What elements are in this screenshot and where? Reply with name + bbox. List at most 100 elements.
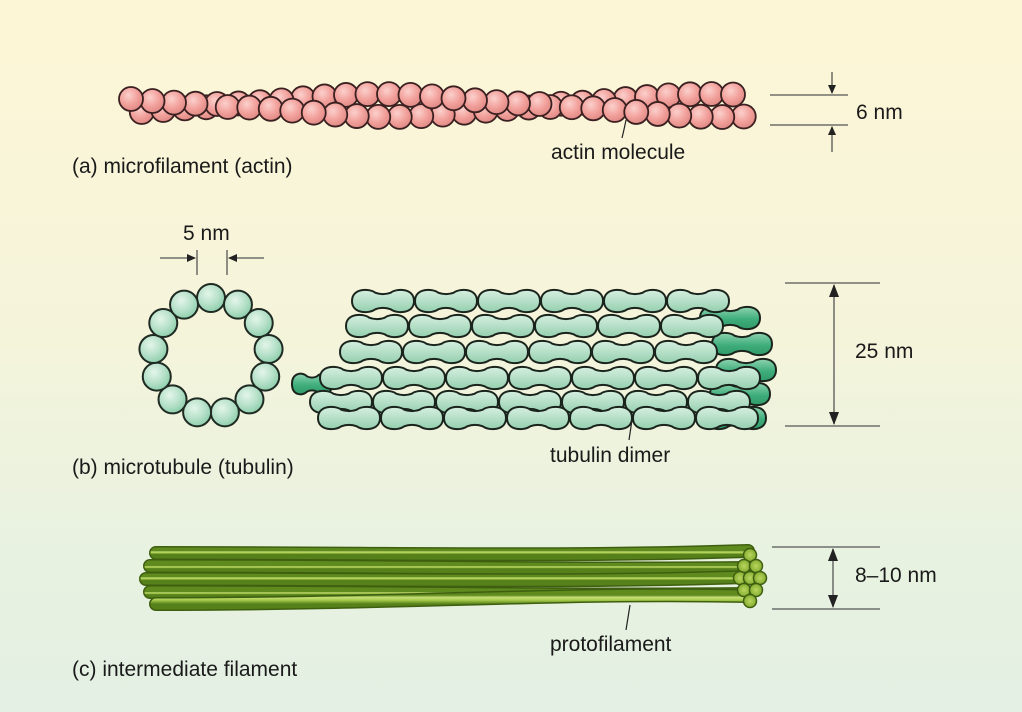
protofilament-highlight <box>150 545 754 560</box>
tubulin-subunit <box>157 384 188 415</box>
actin-subunit <box>343 103 370 129</box>
tubulin-dimer <box>470 313 536 339</box>
tubulin-dimer <box>665 288 731 314</box>
actin-molecule-label: actin molecule <box>551 141 685 164</box>
tubulin-subunit <box>250 361 281 392</box>
tubulin-subunit <box>234 384 265 415</box>
tubulin-dimer-leader <box>628 419 633 441</box>
tubulin-dimer <box>476 288 542 314</box>
actin-subunit <box>580 95 607 122</box>
actin-subunit <box>677 81 703 108</box>
tubulin-subunit <box>196 283 226 313</box>
cross-section-dimension-label: 5 nm <box>183 222 230 245</box>
tubulin-subunit <box>141 361 172 392</box>
microtubule-side-view <box>290 288 778 431</box>
protofilament-end <box>748 558 764 574</box>
tubulin-dimer <box>570 365 636 391</box>
intermediate-filament-bundle <box>139 544 768 611</box>
actin-molecule-leader <box>621 119 627 139</box>
protofilament-highlight <box>144 560 754 575</box>
actin-subunit <box>419 83 445 110</box>
actin-microfilament <box>118 81 757 130</box>
tubulin-subunit <box>148 308 179 339</box>
tubulin-dimer <box>507 365 573 391</box>
protofilament-end <box>742 593 758 609</box>
tubulin-dimer <box>590 339 656 365</box>
actin-subunit <box>365 103 392 130</box>
protofilament-leader <box>625 604 631 631</box>
tubulin-dimer <box>527 339 593 365</box>
tubulin-dimer <box>407 313 473 339</box>
tubulin-dimer-label: tubulin dimer <box>550 444 670 467</box>
actin-subunit <box>720 81 746 108</box>
cross-section-dimension-marker <box>160 250 264 275</box>
actin-dimension-label: 6 nm <box>856 101 903 124</box>
actin-subunit <box>709 104 736 130</box>
actin-subunit <box>236 94 263 121</box>
actin-subunit <box>462 87 488 114</box>
tubulin-dimer <box>338 339 404 365</box>
tubulin-dimer <box>464 339 530 365</box>
tubulin-dimer <box>696 365 762 391</box>
tubulin-subunit <box>253 334 284 365</box>
microtubule-dimension-label: 25 nm <box>855 340 913 363</box>
tubulin-dimer <box>444 365 510 391</box>
actin-subunit <box>644 101 671 127</box>
actin-subunit <box>386 104 413 130</box>
tubulin-subunit <box>222 289 253 320</box>
tubulin-dimer <box>539 288 605 314</box>
tubulin-dimer <box>602 288 668 314</box>
actin-subunit <box>601 97 628 123</box>
tubulin-subunit <box>209 397 240 428</box>
actin-subunit <box>257 95 284 122</box>
actin-subunit <box>397 81 424 108</box>
protofilament-end <box>736 558 752 574</box>
microtubule-dimension-marker <box>785 282 880 427</box>
protofilament-end <box>752 570 768 586</box>
actin-subunit <box>558 94 585 121</box>
tubulin-dimer <box>401 339 467 365</box>
protofilament-end <box>748 582 764 598</box>
tubulin-dimer <box>413 288 479 314</box>
panel-c-label: (c) intermediate filament <box>72 658 297 681</box>
tubulin-dimer <box>659 313 725 339</box>
actin-subunit <box>279 97 306 124</box>
tubulin-dimer <box>350 288 416 314</box>
intermediate-filament-dimension-marker <box>772 546 880 610</box>
actin-subunit <box>118 86 144 112</box>
tubulin-subunit <box>182 397 213 428</box>
tubulin-dimer <box>318 365 384 391</box>
actin-subunit <box>322 101 349 128</box>
protofilament-highlight <box>140 571 754 586</box>
tubulin-subunit <box>169 289 200 320</box>
actin-subunit <box>182 90 209 117</box>
actin-subunit <box>730 103 757 130</box>
actin-subunit <box>214 94 241 120</box>
protofilament-highlight <box>150 589 754 610</box>
actin-subunit <box>300 99 327 126</box>
actin-subunit <box>139 88 166 114</box>
panel-a-label: (a) microfilament (actin) <box>72 155 293 178</box>
tubulin-dimer <box>653 339 719 365</box>
tubulin-dimer <box>533 313 599 339</box>
actin-subunit <box>505 90 531 117</box>
protofilament-label: protofilament <box>550 633 672 656</box>
actin-subunit <box>440 85 467 112</box>
tubulin-dimer <box>381 365 447 391</box>
tubulin-dimer <box>344 313 410 339</box>
protofilament-end <box>742 547 758 563</box>
actin-subunit <box>623 99 650 125</box>
tubulin-dimer <box>694 405 760 431</box>
actin-subunit <box>354 81 381 108</box>
tubulin-dimer <box>633 365 699 391</box>
actin-subunit <box>687 103 714 130</box>
actin-subunit <box>526 91 553 117</box>
actin-subunit <box>161 89 187 116</box>
tubulin-dimer <box>710 331 774 357</box>
tubulin-subunit <box>243 308 274 339</box>
intermediate-filament-dimension-label: 8–10 nm <box>855 564 937 587</box>
actin-subunit <box>698 81 725 107</box>
actin-subunit <box>376 81 402 107</box>
tubulin-subunit <box>138 334 169 365</box>
